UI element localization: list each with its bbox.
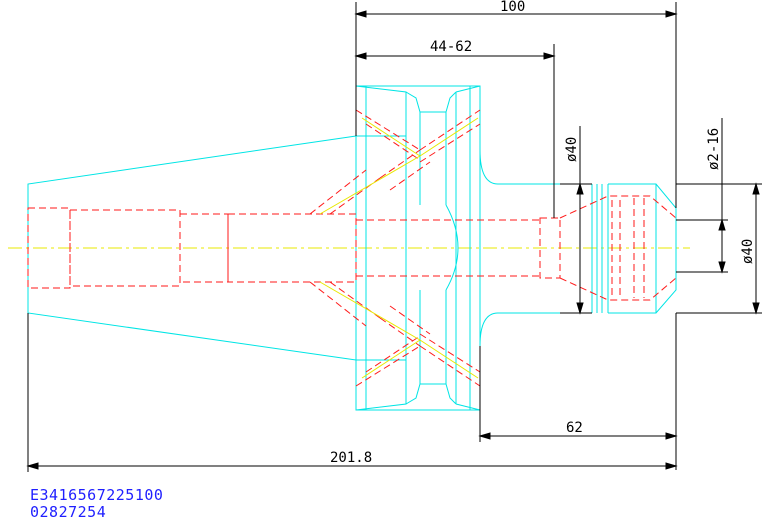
dim-collet-range: ø2-16 [706,128,722,170]
hidden-lines [27,109,677,387]
dim-flange-range: 44-62 [430,39,472,55]
dim-nose-diameter: ø40 [740,239,756,264]
part-number: 02827254 [30,503,107,521]
tool-holder-outline [27,85,677,411]
slot-lines [319,117,479,379]
dimension-lines [26,2,762,472]
dim-nose-length: 62 [566,420,583,436]
dim-body-diameter: ø40 [564,137,580,162]
dim-total-length: 201.8 [330,450,372,466]
part-code: E3416567225100 [30,486,164,504]
dim-overall-length: 100 [500,0,525,15]
part-code-block: E3416567225100 02827254 [30,487,163,521]
